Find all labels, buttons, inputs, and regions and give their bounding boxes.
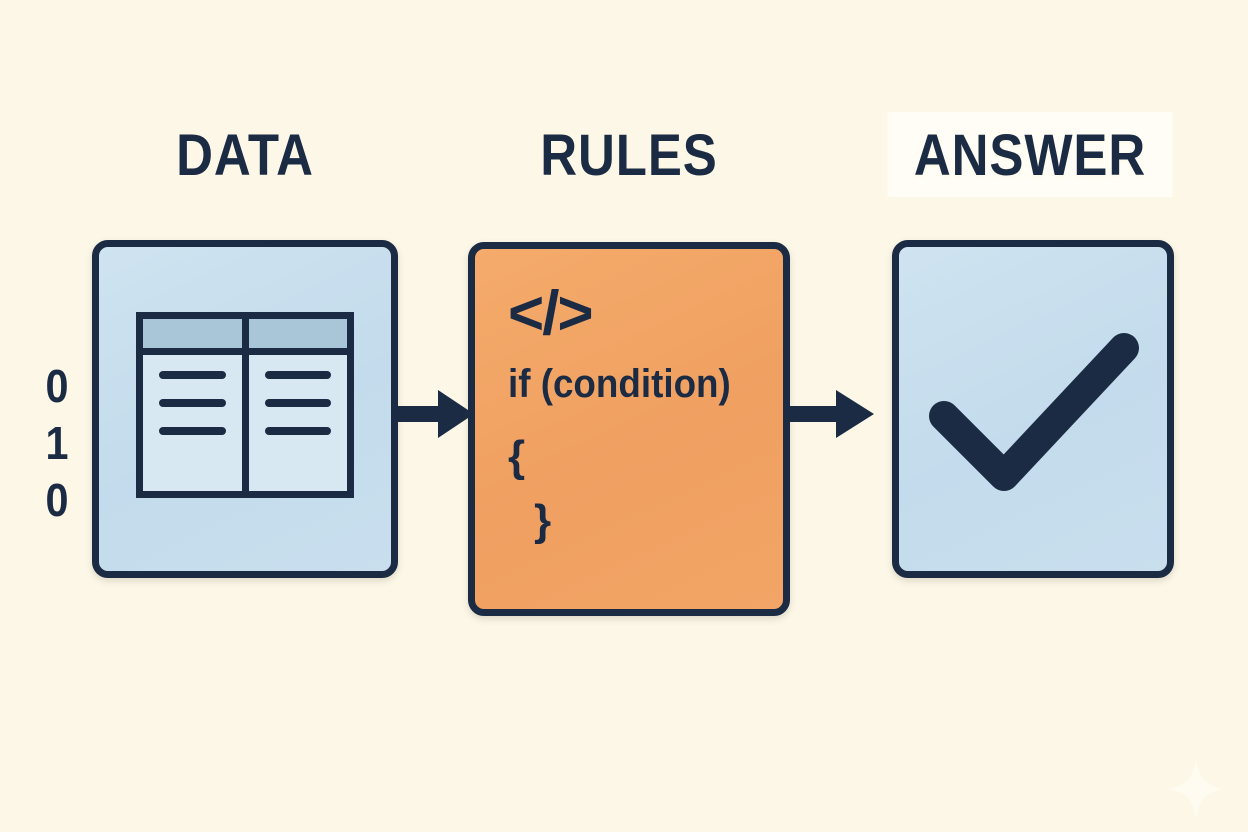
table-column bbox=[143, 319, 242, 491]
table-column bbox=[241, 319, 347, 491]
code-line-open-brace: { bbox=[508, 432, 526, 481]
table-header-cell bbox=[248, 319, 347, 355]
stage-label-data: DATA bbox=[176, 123, 314, 188]
binary-stream: 0 1 0 bbox=[34, 358, 80, 529]
code-brackets-icon: </> bbox=[508, 279, 594, 348]
table-row bbox=[159, 427, 226, 435]
stage-label-rules: RULES bbox=[540, 123, 718, 188]
code-line-if: if (condition) bbox=[508, 362, 731, 406]
right-arrow-icon bbox=[784, 390, 874, 438]
table-header-cell bbox=[143, 319, 242, 355]
table-row bbox=[264, 371, 331, 379]
binary-digit: 0 bbox=[45, 360, 69, 412]
table-row bbox=[264, 399, 331, 407]
table-column-body bbox=[248, 355, 347, 491]
sparkle-icon bbox=[1168, 758, 1224, 820]
table-row bbox=[264, 427, 331, 435]
code-line-close-brace: } bbox=[534, 496, 552, 545]
table-icon bbox=[136, 312, 354, 498]
checkmark-icon bbox=[929, 333, 1139, 491]
table-row bbox=[159, 371, 226, 379]
table-row bbox=[159, 399, 226, 407]
binary-digit: 0 bbox=[45, 474, 69, 526]
binary-digit: 1 bbox=[45, 417, 69, 469]
table-column-body bbox=[143, 355, 242, 491]
panel-rules bbox=[468, 242, 790, 616]
right-arrow-icon bbox=[392, 390, 474, 438]
stage-label-answer: ANSWER bbox=[887, 112, 1173, 197]
